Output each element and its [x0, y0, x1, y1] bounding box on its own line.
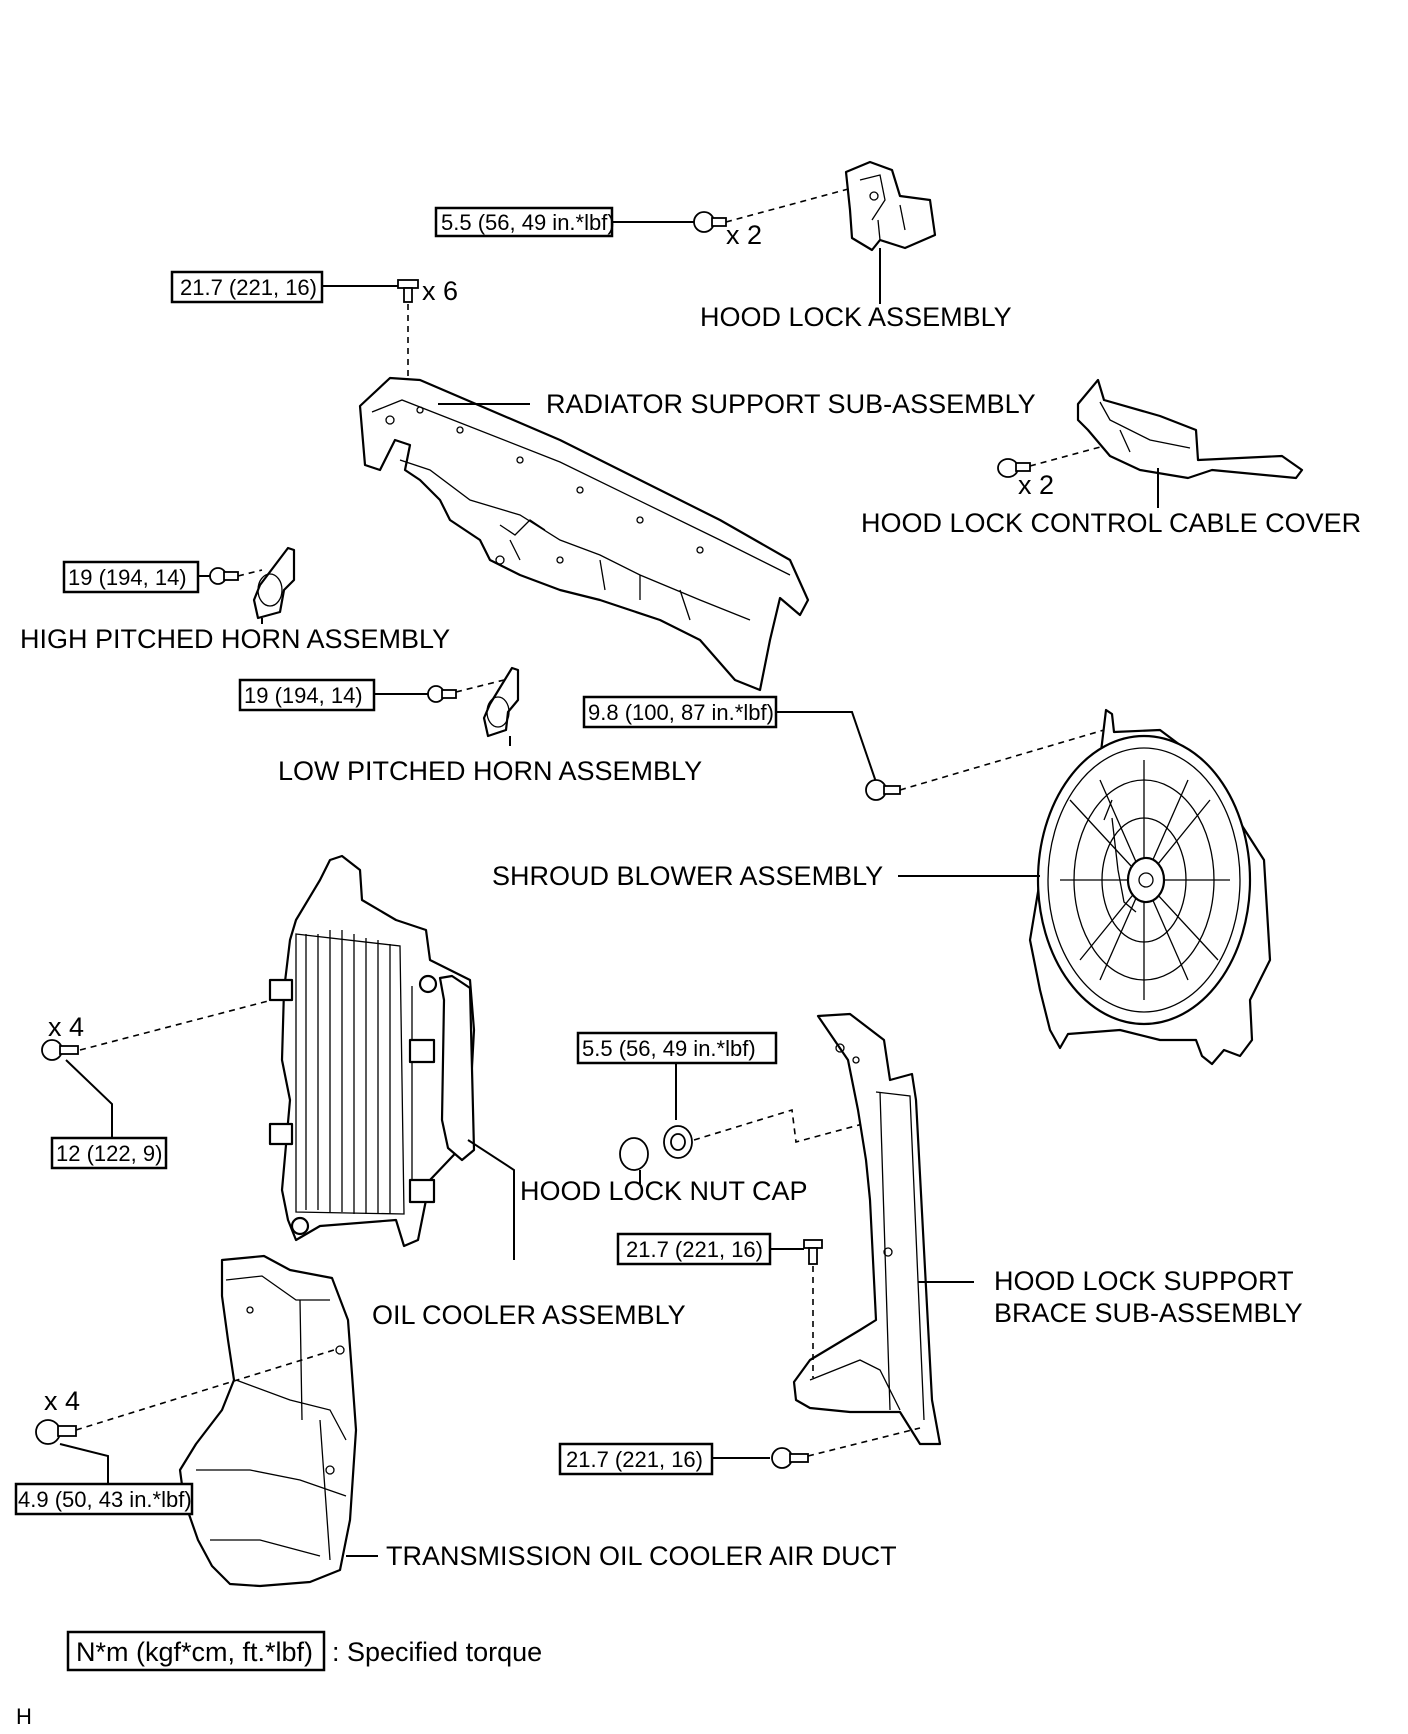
radiator-support-bolt	[397, 279, 419, 303]
label-oil-cooler: OIL COOLER ASSEMBLY	[372, 1300, 686, 1330]
qty-hood-lock: x 2	[726, 220, 762, 250]
torque-radiator-support-bolt: 21.7 (221, 16)	[180, 275, 317, 300]
qty-radiator-support: x 6	[422, 276, 458, 306]
hood-lock-nut	[663, 1125, 693, 1159]
radiator-support-sub-assembly	[358, 376, 810, 692]
torque-nut: 5.5 (56, 49 in.*lbf)	[582, 1036, 756, 1061]
legend-text: : Specified torque	[332, 1637, 542, 1667]
oil-cooler-bolt	[41, 1039, 79, 1061]
label-hood-lock-cable-cover: HOOD LOCK CONTROL CABLE COVER	[861, 508, 1361, 538]
cable-cover-bolt	[997, 458, 1031, 478]
torque-shroud-bolt: 9.8 (100, 87 in.*lbf)	[588, 700, 774, 725]
label-low-pitched-horn: LOW PITCHED HORN ASSEMBLY	[278, 756, 702, 786]
label-hood-lock-assembly: HOOD LOCK ASSEMBLY	[700, 302, 1012, 332]
label-hood-lock-nut-cap: HOOD LOCK NUT CAP	[520, 1176, 808, 1206]
torque-hood-lock-bolt: 5.5 (56, 49 in.*lbf)	[441, 210, 615, 235]
oil-cooler-assembly	[268, 854, 476, 1248]
air-duct-bolt	[35, 1419, 77, 1445]
torque-oil-cooler-bolt: 12 (122, 9)	[56, 1141, 162, 1166]
torque-air-duct-bolt: 4.9 (50, 43 in.*lbf)	[18, 1487, 192, 1512]
hood-lock-bolt	[693, 211, 727, 233]
qty-oil-cooler: x 4	[48, 1012, 84, 1042]
label-shroud-blower: SHROUD BLOWER ASSEMBLY	[492, 861, 883, 891]
legend-unit: N*m (kgf*cm, ft.*lbf)	[76, 1637, 313, 1667]
corner-letter: H	[16, 1704, 32, 1729]
label-air-duct: TRANSMISSION OIL COOLER AIR DUCT	[386, 1541, 897, 1571]
label-brace-line2: BRACE SUB-ASSEMBLY	[994, 1298, 1303, 1328]
low-pitched-horn	[482, 666, 520, 738]
qty-air-duct: x 4	[44, 1386, 80, 1416]
torque-brace-upper-bolt: 21.7 (221, 16)	[626, 1237, 763, 1262]
torque-high-horn-bolt: 19 (194, 14)	[68, 565, 187, 590]
hood-lock-assembly	[844, 160, 937, 252]
transmission-oil-cooler-air-duct	[178, 1254, 358, 1588]
torque-brace-lower-bolt: 21.7 (221, 16)	[566, 1447, 703, 1472]
label-radiator-support: RADIATOR SUPPORT SUB-ASSEMBLY	[546, 389, 1036, 419]
hood-lock-support-brace	[792, 1012, 942, 1446]
shroud-bolt	[865, 779, 901, 801]
brace-upper-bolt	[803, 1239, 823, 1265]
high-horn-bolt	[209, 567, 239, 585]
qty-cable-cover: x 2	[1018, 470, 1054, 500]
shroud-blower-assembly	[1028, 708, 1272, 1066]
label-brace-line1: HOOD LOCK SUPPORT	[994, 1266, 1294, 1296]
torque-low-horn-bolt: 19 (194, 14)	[244, 683, 363, 708]
hood-lock-nut-cap	[619, 1137, 649, 1171]
label-high-pitched-horn: HIGH PITCHED HORN ASSEMBLY	[20, 624, 450, 654]
low-horn-bolt	[427, 685, 457, 703]
brace-lower-bolt	[771, 1447, 809, 1469]
hood-lock-control-cable-cover	[1076, 378, 1304, 480]
high-pitched-horn	[252, 546, 296, 620]
